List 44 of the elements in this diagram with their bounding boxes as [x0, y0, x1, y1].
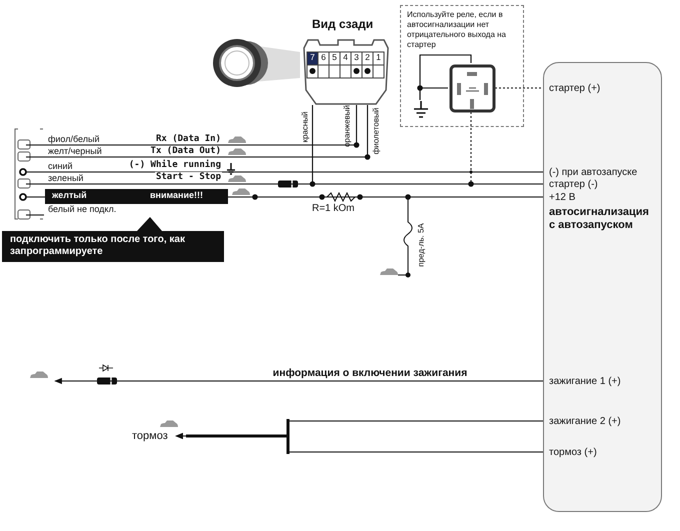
- fuse-rating: пред-ль. 5А: [416, 223, 426, 267]
- wire-color-label: зеленый: [48, 173, 84, 184]
- wire: [44, 171, 543, 173]
- wire: [419, 54, 472, 100]
- resistor-value: R=1 kOm: [312, 203, 355, 214]
- wire-end-label: тормоз: [132, 429, 176, 443]
- edge-label: информация о включении зажигания: [272, 367, 468, 380]
- pin-number: 7: [310, 53, 315, 63]
- wire-color-label: фиолетовый: [371, 108, 381, 154]
- edge-label: Tx (Data Out): [150, 146, 222, 156]
- wire: [44, 105, 368, 158]
- note-frame: [400, 5, 524, 127]
- arrow: [175, 432, 543, 453]
- alarm-unit-box: [543, 62, 662, 512]
- edge-label: Rx (Data In): [154, 134, 222, 144]
- terminal-label: стартер (-): [549, 179, 598, 190]
- pin-number: 3: [354, 53, 359, 63]
- terminal-label: тормоз (+): [549, 447, 597, 458]
- wire-color-label: оранжевый: [342, 104, 352, 148]
- warning-text: внимание!!!: [150, 190, 204, 200]
- pin-number: 5: [332, 53, 337, 63]
- note-text: Используйте реле, если в автосигнализации нет отрицательного выхода на стартер: [407, 10, 507, 50]
- terminal-label: зажигание 2 (+): [549, 416, 621, 428]
- wire: [44, 105, 358, 146]
- wire-color-label: белый не подкл.: [48, 204, 116, 214]
- terminal-label: (-) при автозапуске: [549, 167, 638, 178]
- edge-label: (-) While running: [128, 160, 222, 170]
- pin-number: 4: [343, 53, 348, 63]
- pin-number: 1: [376, 53, 381, 63]
- wire-color-label: фиол/белый: [48, 134, 100, 144]
- edge-label: Start - Stop: [154, 172, 222, 182]
- callout-text: подключить только после того, как запрограммируете: [10, 234, 186, 258]
- pin-number: 2: [365, 53, 370, 63]
- wire-color-label: синий: [48, 161, 73, 172]
- terminal-label: +12 В: [549, 192, 576, 204]
- wire-color-label: красный: [300, 111, 310, 143]
- pin-number: 6: [321, 53, 326, 63]
- wire-color-label: желт/черный: [48, 146, 102, 156]
- unit-caption: автосигнализация с автозапуском: [549, 206, 650, 232]
- terminal-label: стартер (+): [549, 83, 600, 94]
- connector-title: Вид сзади: [312, 18, 374, 32]
- terminal-label: зажигание 1 (+): [549, 376, 621, 388]
- wire-color-label: желтый: [52, 190, 87, 200]
- arrow: [54, 378, 543, 384]
